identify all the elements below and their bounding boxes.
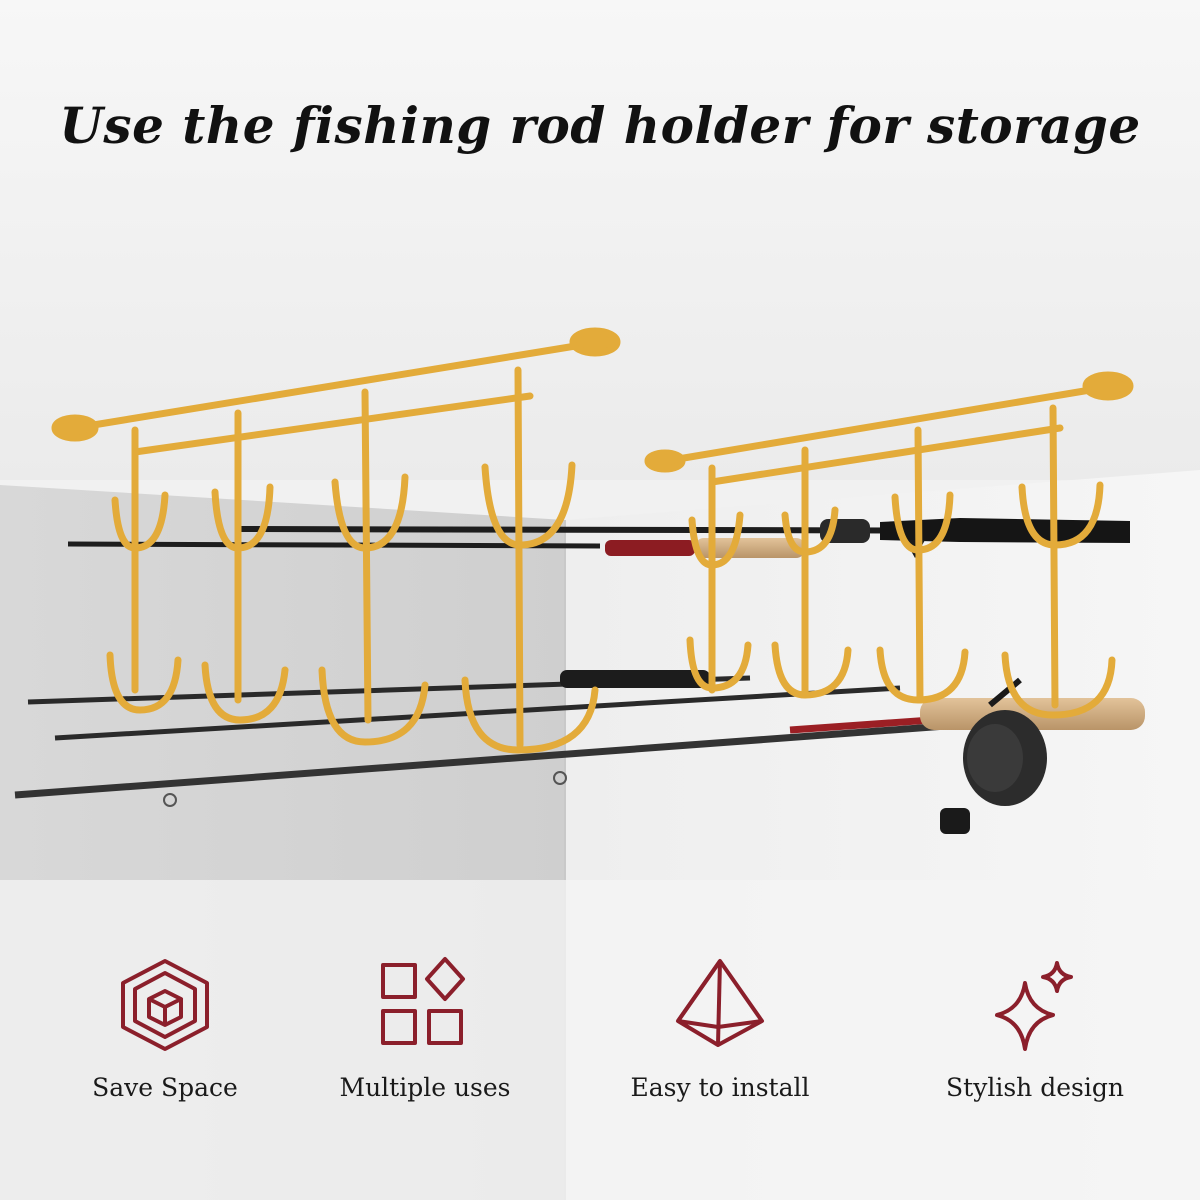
ceiling bbox=[0, 0, 1200, 480]
feature-stylish-design: Stylish design bbox=[905, 955, 1165, 1102]
lower-fade bbox=[0, 880, 1200, 1200]
feature-label: Stylish design bbox=[946, 1073, 1124, 1102]
cube-icon bbox=[121, 959, 209, 1051]
sparkle-icon bbox=[995, 961, 1073, 1051]
feature-label: Save Space bbox=[92, 1073, 238, 1102]
feature-label: Multiple uses bbox=[339, 1073, 511, 1102]
pyramid-icon bbox=[676, 959, 764, 1047]
feature-easy-to-install: Easy to install bbox=[590, 955, 850, 1102]
feature-label: Easy to install bbox=[630, 1073, 810, 1102]
fishing-rods-lower bbox=[14, 670, 1145, 834]
features-row: Save Space Multiple uses Easy to install bbox=[0, 955, 1200, 1135]
left-rod-rack bbox=[51, 327, 621, 754]
right-rod-rack bbox=[644, 371, 1134, 719]
feature-save-space: Save Space bbox=[35, 955, 295, 1102]
grid-squares-icon bbox=[381, 957, 465, 1045]
headline: Use the fishing rod holder for storage bbox=[59, 96, 1141, 155]
feature-multiple-uses: Multiple uses bbox=[295, 955, 555, 1102]
